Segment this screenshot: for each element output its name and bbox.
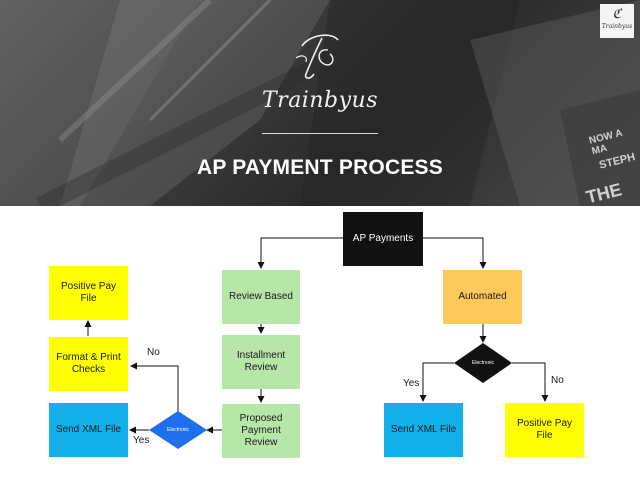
node-proposed-payment-review: Proposed Payment Review — [222, 404, 300, 458]
node-send-xml-file-left: Send XML File — [49, 403, 128, 457]
brand-divider — [262, 133, 378, 134]
corner-logo-badge: ℭ Trainbyus — [600, 4, 634, 38]
connector-right-decision-no — [512, 362, 549, 402]
left-decision-diamond — [149, 411, 207, 449]
brand-name: Trainbyus — [262, 88, 378, 113]
connector-right-decision-yes — [419, 362, 454, 402]
right-decision-yes-label: Yes — [403, 378, 420, 389]
left-decision-no-label: No — [147, 347, 160, 358]
connector-root-review — [257, 237, 343, 269]
corner-brand-text: Trainbyus — [601, 23, 633, 30]
connector-decision-no-checks — [130, 362, 179, 412]
node-installment-review: Installment Review — [222, 335, 300, 389]
node-automated: Automated — [443, 270, 522, 324]
node-review-based: Review Based — [222, 270, 300, 324]
corner-monogram-icon: ℭ — [612, 7, 622, 22]
left-decision-label: Electronic — [167, 427, 189, 433]
trainbyus-monogram-icon — [295, 34, 339, 79]
connector-root-automated — [423, 237, 487, 269]
right-decision-label: Electronic — [472, 360, 494, 366]
right-decision-no-label: No — [551, 375, 564, 386]
left-decision-yes-label: Yes — [133, 435, 150, 446]
node-ap-payments: AP Payments — [343, 212, 423, 266]
node-send-xml-file-right: Send XML File — [384, 403, 463, 457]
banner-background — [0, 0, 640, 206]
node-positive-pay-file-right: Positive Pay File — [505, 403, 584, 457]
header-banner: NOW A MA STEPH THE Trainbyus AP PAYMENT … — [0, 0, 640, 206]
right-decision-diamond — [454, 343, 512, 383]
node-positive-pay-file-left: Positive Pay File — [49, 266, 128, 320]
node-format-print-checks: Format & Print Checks — [49, 337, 128, 391]
page-title: AP PAYMENT PROCESS — [197, 156, 443, 179]
